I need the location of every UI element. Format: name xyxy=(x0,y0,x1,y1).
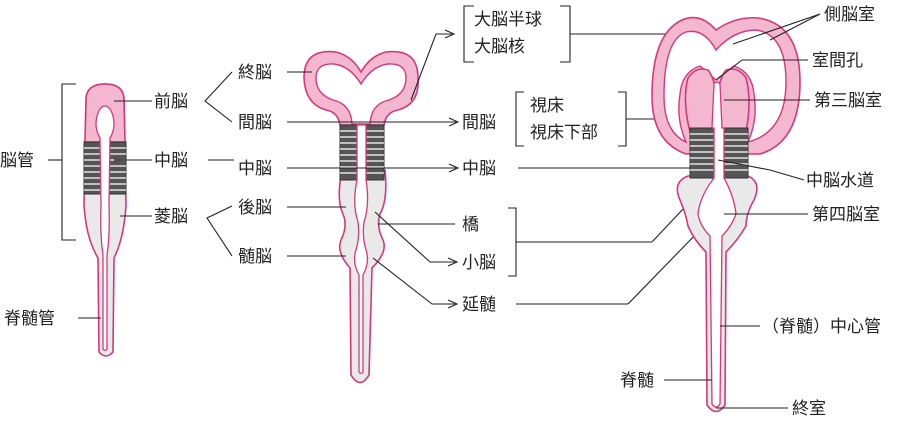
label-spinal-cord: 脊髄 xyxy=(620,371,654,391)
label-mesencephalon-1: 中脳 xyxy=(154,151,188,171)
stage1-mesencephalon-right xyxy=(108,141,127,195)
label-central-canal: （脊髄）中心管 xyxy=(762,317,881,337)
stage4-ventricle-lumen xyxy=(697,81,737,408)
label-rhombencephalon: 菱脳 xyxy=(154,207,188,227)
label-prosencephalon: 前脳 xyxy=(154,92,188,112)
label-interventricular-foramen: 室間孔 xyxy=(812,51,863,71)
label-mesencephalon-2: 中脳 xyxy=(238,159,272,179)
label-terminal-ventricle: 終室 xyxy=(792,399,826,419)
label-telencephalon: 終脳 xyxy=(238,63,272,83)
label-myelencephalon: 髄脳 xyxy=(238,247,272,267)
stage1-lumen xyxy=(95,105,115,352)
label-cerebral-hemisphere: 大脳半球 xyxy=(474,10,542,30)
label-fourth-ventricle: 第四脳室 xyxy=(812,205,880,225)
label-medulla: 延髄 xyxy=(462,295,496,315)
label-third-ventricle: 第三脳室 xyxy=(814,91,882,111)
label-spinal-tube: 脊髄管 xyxy=(4,309,55,329)
stage2-tube xyxy=(303,50,419,384)
stage2-mesencephalon-right xyxy=(365,124,385,181)
label-thalamus: 視床 xyxy=(530,96,564,116)
stage2-mesencephalon-left xyxy=(339,124,358,181)
label-cerebral-aqueduct: 中脳水道 xyxy=(806,171,874,191)
stage2-lumen xyxy=(353,124,369,375)
stage1-tube xyxy=(83,83,127,357)
label-diencephalon-3: 間脳 xyxy=(462,113,496,133)
label-diencephalon-2: 間脳 xyxy=(238,113,272,133)
label-cerebellum: 小脳 xyxy=(462,253,496,273)
stage1-connectors xyxy=(48,71,234,319)
stage4-connectors xyxy=(664,13,821,409)
label-basal-nuclei: 大脳核 xyxy=(474,37,525,57)
stage1-mesencephalon-left xyxy=(83,141,102,195)
label-brain-tube: 脳管 xyxy=(0,151,34,171)
label-pons: 橋 xyxy=(462,215,479,235)
label-midbrain: 中脳 xyxy=(462,159,496,179)
stage2-connectors xyxy=(287,29,460,309)
stage3-brackets xyxy=(463,5,701,305)
stage4-brain xyxy=(651,16,801,413)
stage2-telencephalon-cavity xyxy=(315,63,407,125)
label-hypothalamus: 視床下部 xyxy=(530,123,598,143)
label-lateral-ventricle: 側脳室 xyxy=(824,5,875,25)
label-metencephalon: 後脳 xyxy=(238,198,272,218)
